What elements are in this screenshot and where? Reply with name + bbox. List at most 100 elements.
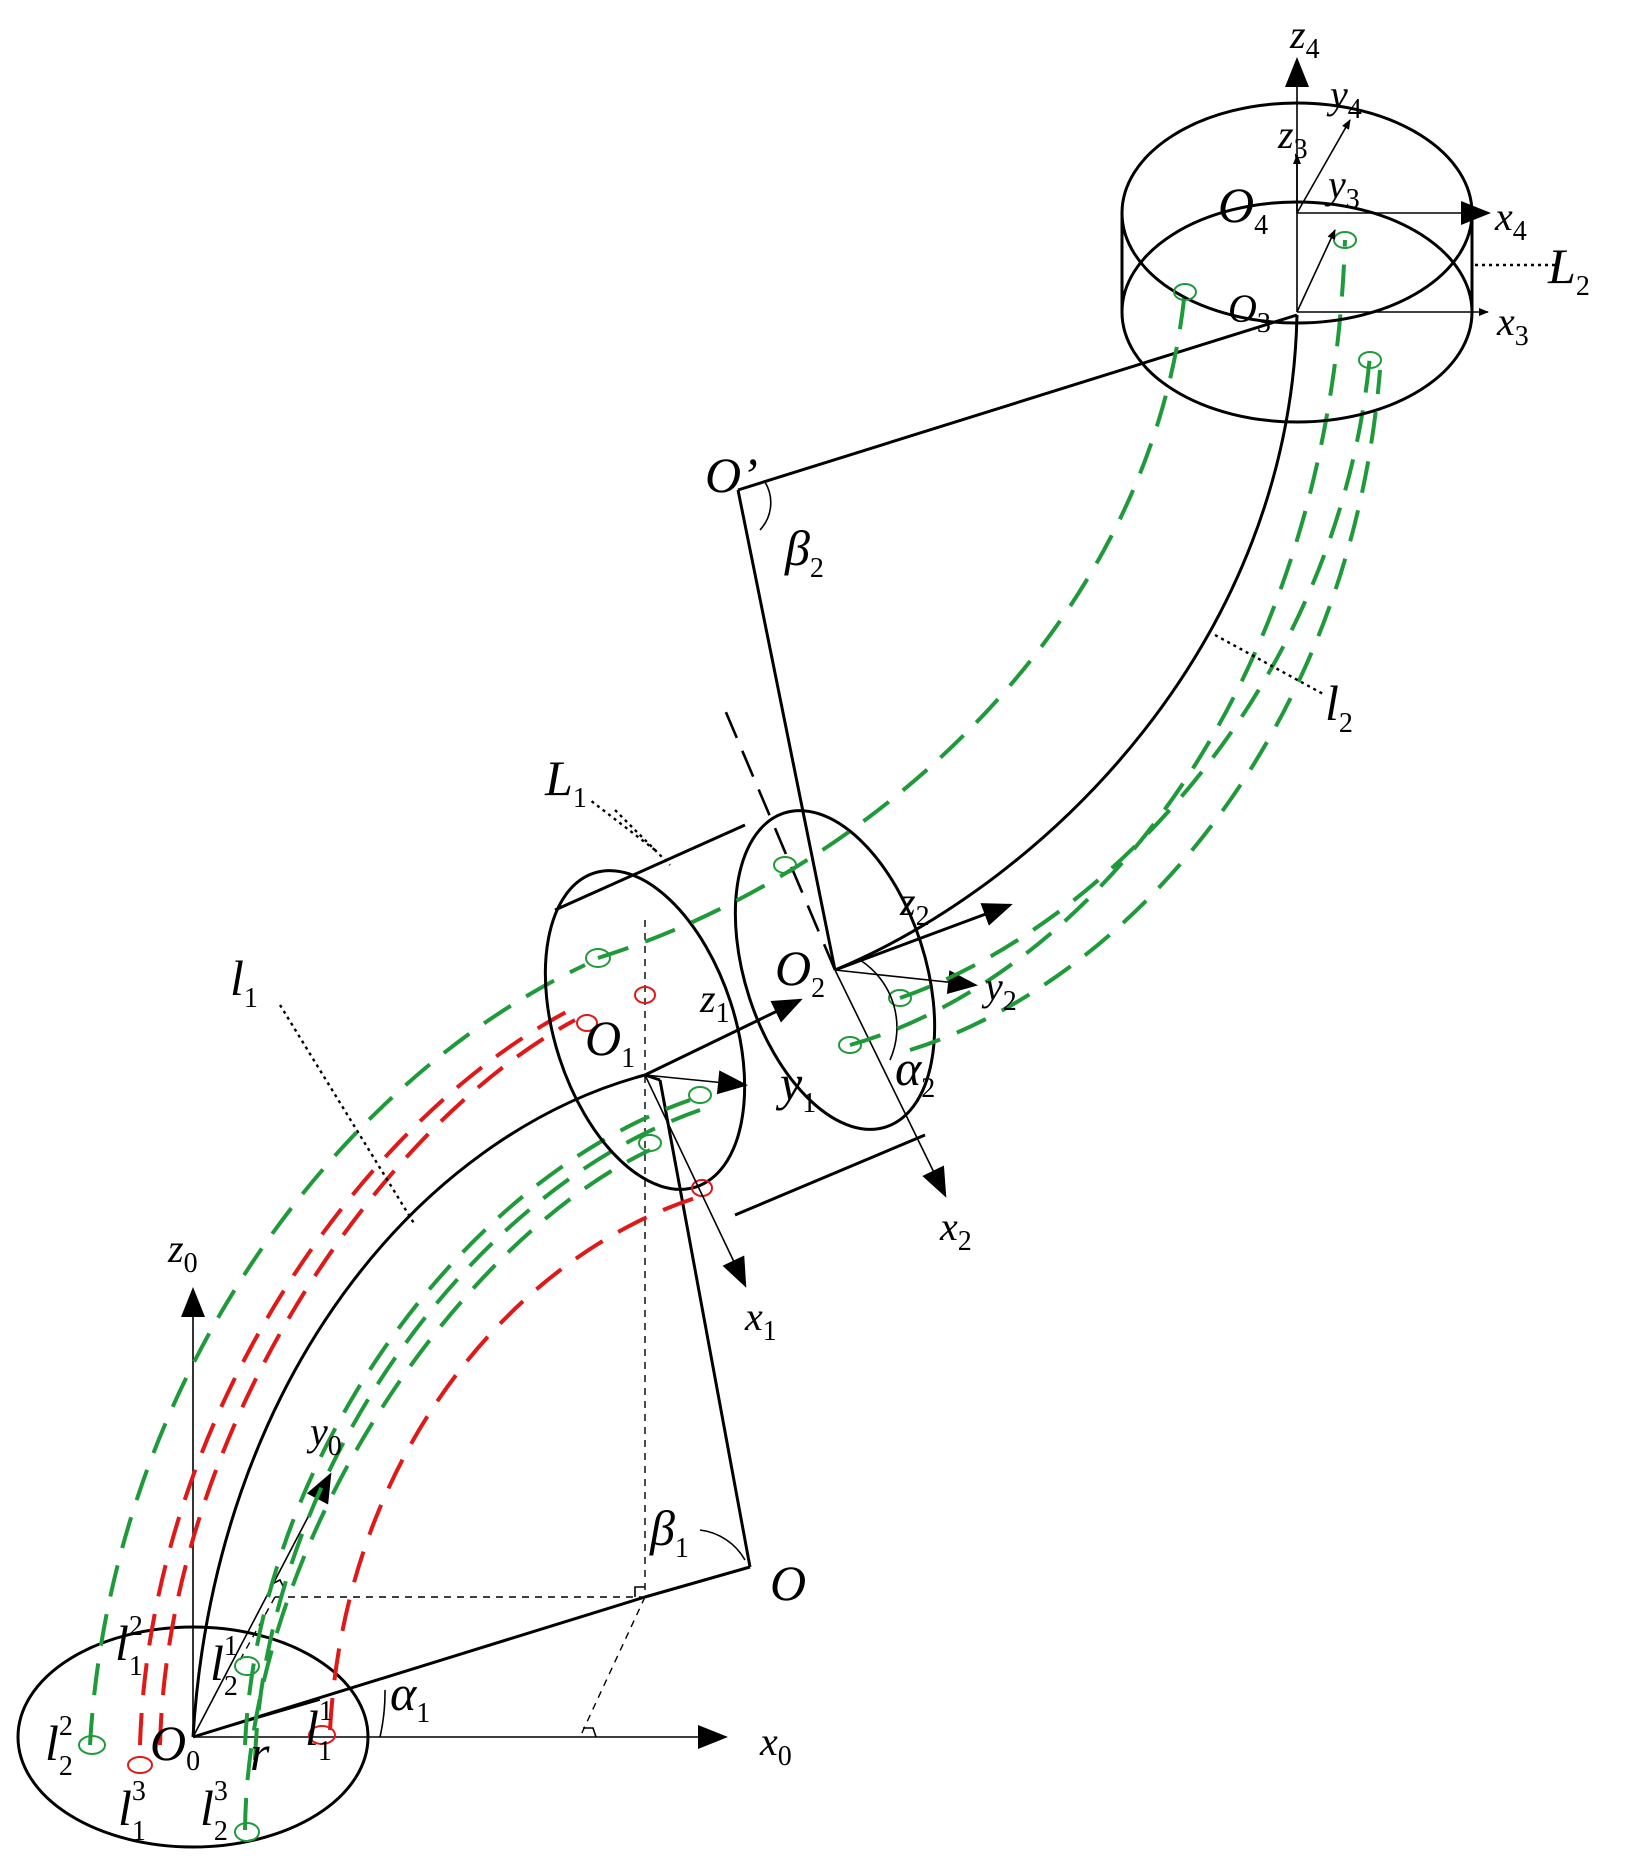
svg-text:y1: y1 — [775, 1055, 816, 1119]
svg-text:z0: z0 — [167, 1226, 198, 1279]
svg-text:l32: l32 — [200, 1776, 228, 1847]
leader-lines — [278, 263, 1555, 1226]
label-x4: x — [1494, 194, 1513, 239]
label-y0-sub: 0 — [328, 1431, 342, 1462]
label-z0: z — [167, 1226, 184, 1271]
svg-text:y2: y2 — [981, 964, 1017, 1017]
label-O2: O — [775, 940, 811, 996]
label-x4-sub: 4 — [1513, 216, 1527, 247]
label-base-l2-2: l — [45, 1715, 59, 1771]
label-z4: z — [1289, 12, 1306, 57]
label-L1-sub: 1 — [573, 783, 587, 814]
label-z1-sub: 1 — [716, 998, 730, 1029]
label-r: r — [250, 1725, 270, 1781]
svg-text:l2: l2 — [1325, 675, 1353, 739]
frame-3-axes — [1293, 154, 1489, 316]
svg-text:l21: l21 — [115, 1611, 143, 1682]
label-base-l2-1-sup: 1 — [224, 1631, 238, 1662]
svg-text:x3: x3 — [1496, 299, 1529, 352]
label-x1: x — [744, 1294, 763, 1339]
svg-text:O2: O2 — [775, 940, 825, 1004]
label-y2-sub: 2 — [1003, 986, 1017, 1017]
label-base-l2-3-sub: 2 — [214, 1816, 228, 1847]
svg-text:L1: L1 — [544, 750, 587, 814]
label-base-l1-2: l — [115, 1615, 129, 1671]
backbone-segment-2 — [834, 314, 1299, 972]
svg-text:α2: α2 — [895, 1040, 935, 1104]
svg-text:O1: O1 — [585, 1010, 635, 1074]
label-O3-sub: 3 — [1257, 308, 1271, 339]
label-z3-sub: 3 — [1294, 134, 1308, 165]
frame-4-axes — [1285, 57, 1491, 225]
label-z0-sub: 0 — [184, 1248, 198, 1279]
label-y4-sub: 4 — [1348, 94, 1362, 125]
label-x2-sub: 2 — [958, 1226, 972, 1257]
label-y0: y — [306, 1409, 328, 1454]
svg-text:l31: l3 1 — [118, 1776, 146, 1847]
label-beta1: β — [649, 1500, 675, 1556]
svg-text:x0: x0 — [759, 1719, 792, 1772]
label-x3: x — [1496, 299, 1515, 344]
label-y1: y — [775, 1055, 803, 1111]
label-base-l2-2-sub: 2 — [59, 1751, 73, 1782]
label-base-l2-1: l — [210, 1635, 224, 1691]
svg-text:z3: z3 — [1277, 112, 1308, 165]
label-l2: l — [1325, 675, 1339, 731]
label-O2-sub: 2 — [811, 973, 825, 1004]
svg-text:O4: O4 — [1218, 177, 1268, 241]
label-z4-sub: 4 — [1306, 34, 1320, 65]
label-O-base: O — [150, 1715, 186, 1771]
label-alpha1-sub: 1 — [416, 1698, 430, 1729]
label-base-l1-3: l — [118, 1780, 132, 1836]
label-base-l2-2-sup: 2 — [59, 1711, 73, 1742]
label-y3-sub: 3 — [1346, 184, 1360, 215]
bending-plane-1 — [192, 1073, 752, 1739]
label-base-l1-3-sub: 1 — [132, 1816, 146, 1847]
label-base-l1-3-sup: 3 — [132, 1776, 146, 1807]
label-L1: L — [544, 750, 573, 806]
label-l1-sub: 1 — [244, 983, 258, 1014]
label-L2-sub: 2 — [1576, 271, 1590, 302]
label-x1-sub: 1 — [763, 1316, 777, 1347]
label-z2-sub: 2 — [916, 901, 930, 932]
frame-2-axes — [723, 709, 1013, 1198]
label-base-l1-1-sup: 1 — [319, 1696, 332, 1727]
label-z2: z — [899, 879, 916, 924]
svg-text:O3: O3 — [1228, 286, 1271, 339]
label-beta2: β — [784, 520, 810, 576]
label-base-l1-1-sub: 1 — [318, 1736, 332, 1767]
label-base-l2-3-sup: 3 — [214, 1776, 228, 1807]
svg-text:y0: y0 — [306, 1409, 342, 1462]
label-base-l1-1: l — [305, 1700, 319, 1756]
labels: z0 y0 x0 O0 O r α1 β1 l1 L1 O1 z1 y1 x1 … — [45, 12, 1590, 1847]
svg-text:L2: L2 — [1547, 238, 1590, 302]
label-x2: x — [939, 1204, 958, 1249]
label-y1-sub: 1 — [802, 1088, 816, 1119]
svg-text:O0: O0 — [150, 1715, 200, 1777]
label-O1-sub: 1 — [621, 1043, 635, 1074]
bending-plane-2 — [736, 313, 1298, 971]
svg-text:x2: x2 — [939, 1204, 972, 1257]
label-beta2-sub: 2 — [810, 553, 824, 584]
label-O3: O — [1228, 286, 1257, 331]
label-base-l1-2-sup: 2 — [129, 1611, 143, 1642]
label-alpha2: α — [895, 1040, 923, 1096]
label-O4: O — [1218, 177, 1254, 233]
label-alpha2-sub: 2 — [921, 1073, 935, 1104]
svg-text:β1: β1 — [649, 1500, 689, 1564]
label-base-l2-1-sub: 2 — [224, 1671, 238, 1702]
label-x3-sub: 3 — [1515, 321, 1529, 352]
svg-text:z1: z1 — [699, 976, 730, 1029]
label-x0-sub: 0 — [778, 1741, 792, 1772]
svg-text:l11: l1 1 — [305, 1696, 332, 1767]
base-frame-axes — [181, 1287, 728, 1749]
tendons-segment-2 — [597, 239, 1382, 1052]
label-Oprime: O’ — [705, 447, 758, 503]
svg-text:α1: α1 — [390, 1665, 430, 1729]
svg-text:z2: z2 — [899, 879, 930, 932]
svg-text:z4: z4 — [1289, 12, 1320, 65]
tendons-segment-1 — [88, 963, 706, 1831]
label-z3: z — [1277, 112, 1294, 157]
svg-text:β2: β2 — [784, 520, 824, 584]
